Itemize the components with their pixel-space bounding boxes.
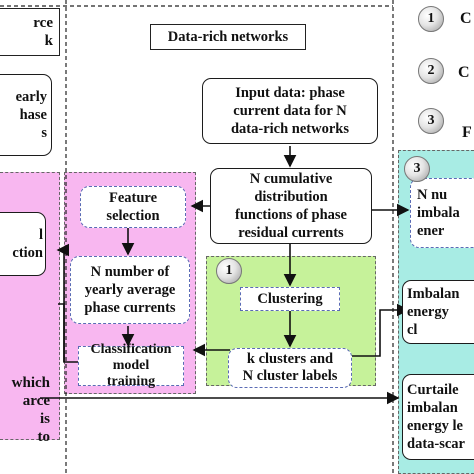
legend-badge-2: 2: [418, 58, 444, 84]
feature-selection-node: Feature selection: [80, 186, 186, 228]
classification-node: Classification model training: [78, 342, 184, 389]
left-bottom-text: which arce is to: [11, 375, 50, 445]
cdf-node: N cumulative distribution functions of p…: [210, 168, 372, 244]
right-energy-node: N nu imbala ener: [410, 178, 474, 248]
k-clusters-node: k clusters and N cluster labels: [228, 348, 352, 388]
right-region-badge: 3: [404, 156, 430, 182]
right-curtailed-node: Curtaile imbalan energy le data-scar: [402, 374, 474, 460]
left-yearly-node: early hase s: [0, 74, 52, 156]
left-selection-node: l ction: [0, 212, 46, 276]
clustering-region-badge: 1: [216, 258, 242, 284]
legend-label-3: F: [462, 124, 472, 141]
legend-label-2: C: [458, 64, 470, 81]
clustering-node: Clustering: [240, 287, 340, 311]
yearly-average-node: N number of yearly average phase current…: [70, 256, 190, 324]
data-rich-networks-header: Data-rich networks: [150, 24, 306, 50]
legend-label-1: C: [460, 10, 472, 27]
legend-badge-1: 1: [418, 6, 444, 32]
left-framework-header: rce k: [0, 8, 60, 56]
legend-badge-3: 3: [418, 108, 444, 134]
right-imbalance-node: Imbalan energy cl: [402, 280, 474, 344]
input-data-node: Input data: phase current data for N dat…: [202, 78, 378, 144]
